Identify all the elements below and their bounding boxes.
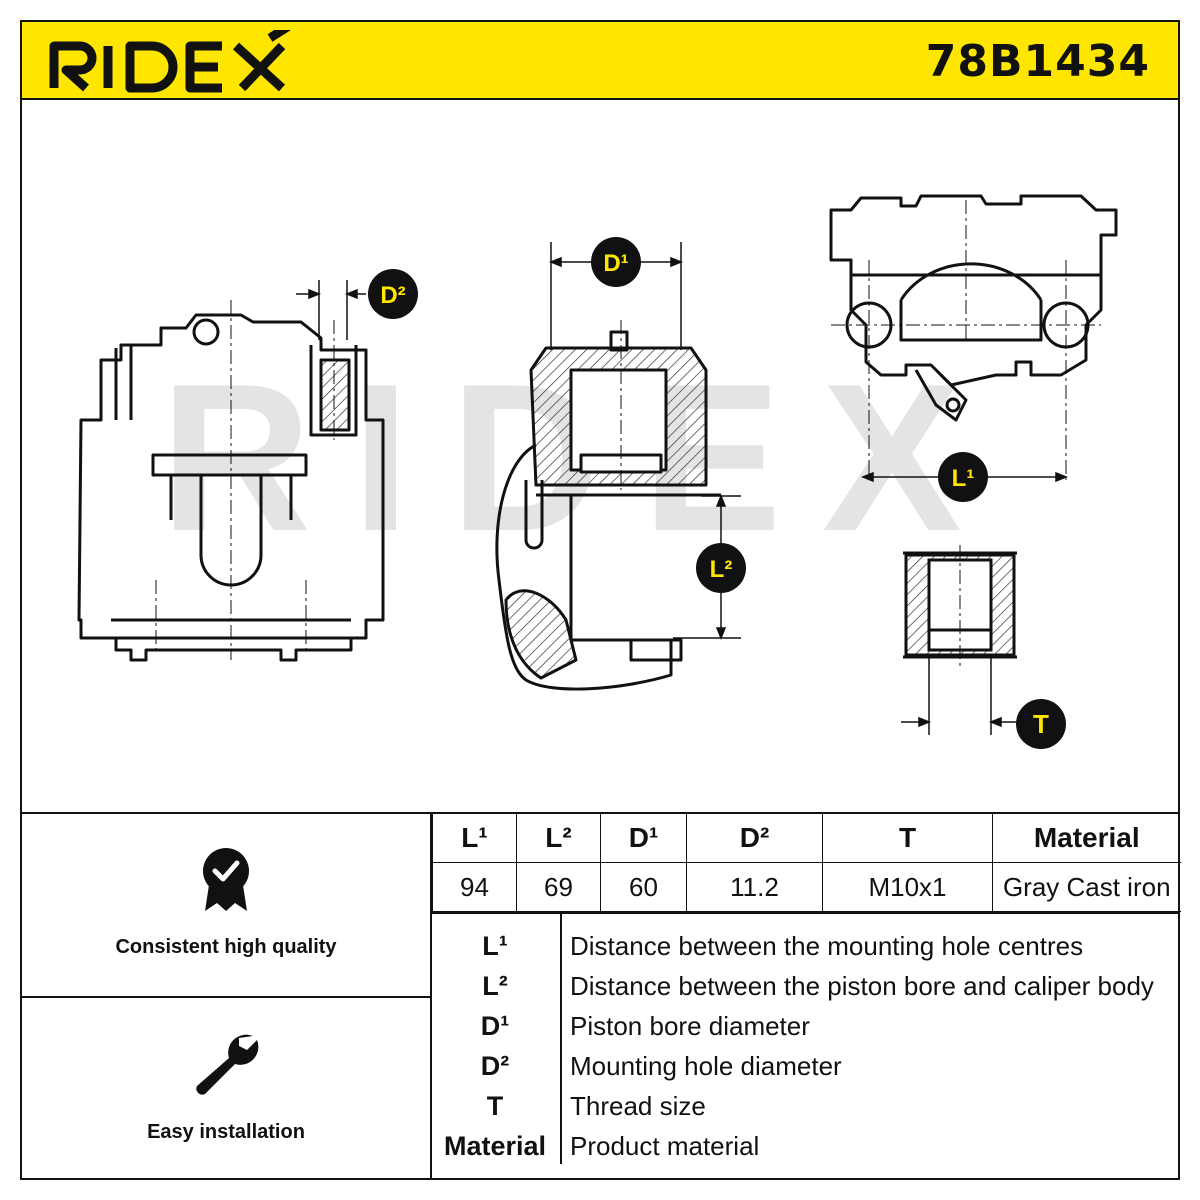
callout-t: T: [1016, 699, 1066, 749]
legend: L¹ Distance between the mounting hole ce…: [432, 914, 1180, 1166]
legend-symbol: L²: [482, 970, 508, 1001]
legend-divider: [432, 912, 1180, 914]
right-centerlines: [831, 200, 1101, 480]
caliper-section-view: [495, 330, 721, 691]
callout-l1: L¹: [938, 452, 988, 502]
legend-description: Distance between the mounting hole centr…: [570, 930, 1084, 961]
legend-symbol: L¹: [482, 930, 508, 961]
spec-table: L¹ L² D¹ D² T Material 94 69 60 11.2 M10…: [432, 814, 1181, 912]
legend-row: L¹ Distance between the mounting hole ce…: [432, 926, 1180, 966]
drawing-divider: [20, 812, 1180, 814]
legend-description: Distance between the piston bore and cal…: [570, 970, 1154, 1001]
spec-header-d1: D¹: [600, 814, 687, 863]
callout-d2-label: D²: [380, 282, 405, 309]
callout-l2-label: L²: [710, 556, 733, 583]
brand-logo: [49, 30, 291, 93]
spec-header-material: Material: [992, 814, 1181, 863]
caliper-front-view: [77, 313, 385, 662]
legend-description: Thread size: [570, 1090, 706, 1121]
spec-value-t: M10x1: [822, 862, 993, 912]
legend-symbol: D²: [480, 1050, 510, 1081]
callout-d2: D²: [368, 269, 418, 319]
wrench-icon: [196, 1034, 259, 1095]
t-dimension: [901, 655, 1021, 735]
feature-divider: [20, 996, 432, 998]
spec-header-t: T: [822, 814, 993, 863]
spec-header-l2: L²: [516, 814, 601, 863]
legend-symbol: D¹: [480, 1010, 510, 1041]
legend-column-divider: [560, 914, 562, 1164]
spec-header-l1: L¹: [432, 814, 517, 863]
callout-l2: L²: [696, 543, 746, 593]
callout-d1-label: D¹: [603, 250, 628, 277]
spec-value-d1: 60: [600, 862, 687, 912]
legend-row: T Thread size: [432, 1086, 1180, 1126]
legend-row: L² Distance between the piston bore and …: [432, 966, 1180, 1006]
d2-dimension: [296, 280, 366, 340]
callout-l1-label: L¹: [952, 465, 975, 492]
feature-installation-label: Easy installation: [147, 1121, 305, 1143]
spec-header-row: L¹ L² D¹ D² T Material: [432, 814, 1181, 863]
callout-t-label: T: [1033, 709, 1049, 739]
spec-value-l2: 69: [516, 862, 601, 912]
part-number: 78B1434: [925, 36, 1150, 87]
spec-header-d2: D²: [686, 814, 823, 863]
spec-value-l1: 94: [432, 862, 517, 912]
legend-row: D² Mounting hole diameter: [432, 1046, 1180, 1086]
legend-row: D¹ Piston bore diameter: [432, 1006, 1180, 1046]
left-centerlines: [155, 300, 335, 660]
legend-description: Mounting hole diameter: [570, 1050, 842, 1081]
feature-installation: Easy installation: [22, 1030, 430, 1144]
technical-drawing: RIDEX: [77, 194, 1118, 749]
legend-description: Product material: [570, 1130, 760, 1161]
legend-row: Material Product material: [432, 1126, 1180, 1166]
header-bar: 78B1434: [20, 20, 1180, 100]
quality-badge-icon: [203, 848, 249, 911]
legend-symbol: Material: [443, 1130, 547, 1161]
spec-value-row: 94 69 60 11.2 M10x1 Gray Cast iron: [432, 862, 1181, 912]
legend-description: Piston bore diameter: [570, 1010, 810, 1041]
feature-quality-label: Consistent high quality: [115, 936, 337, 958]
legend-symbol: T: [486, 1090, 504, 1121]
callout-d1: D¹: [591, 237, 641, 287]
feature-quality: Consistent high quality: [22, 845, 430, 959]
spec-value-d2: 11.2: [686, 862, 823, 912]
spec-value-material: Gray Cast iron: [992, 862, 1181, 912]
